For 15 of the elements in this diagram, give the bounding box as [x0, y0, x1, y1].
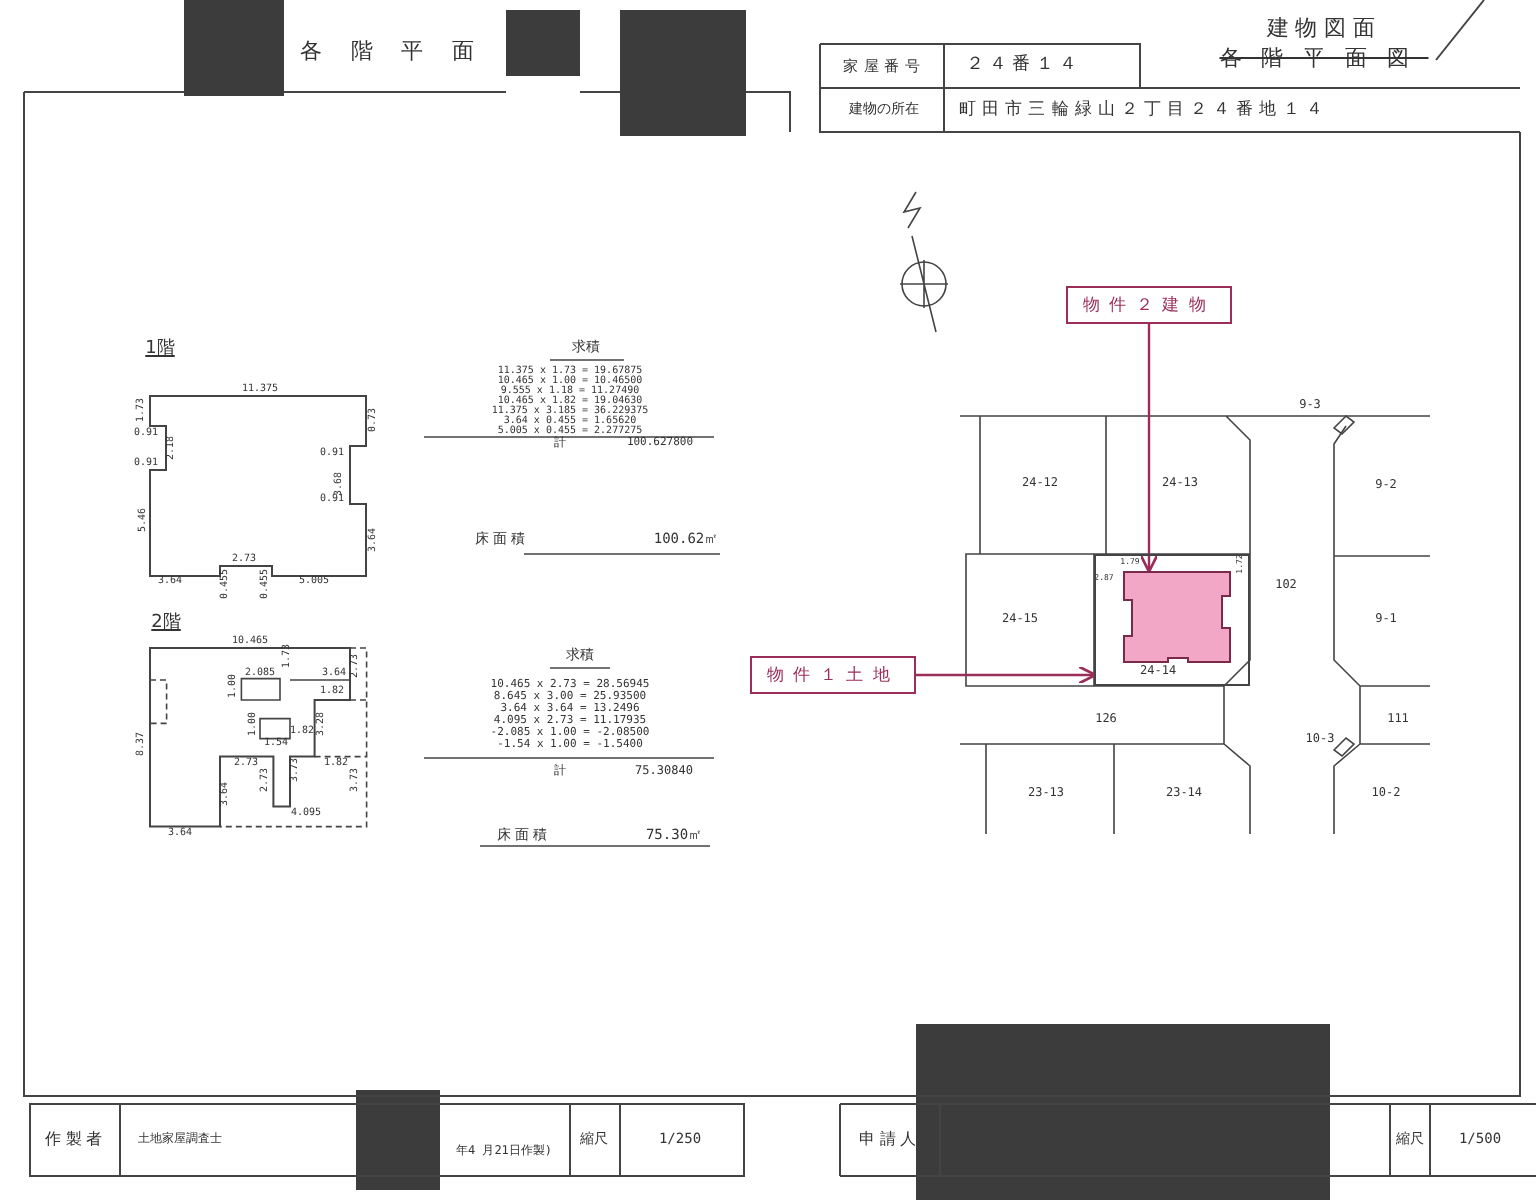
- callout-box: 物件１土地: [750, 656, 916, 694]
- drawing-title: 各階平面: [300, 40, 503, 62]
- callout-box: 物件２建物: [1066, 286, 1232, 324]
- floor-heading: 1階: [145, 341, 175, 359]
- leader-arrow: [1139, 324, 1159, 573]
- heading-text: 申請人: [858, 1132, 922, 1148]
- land-parcel: [1094, 554, 1250, 686]
- heading-text: 町田市三輪緑山２丁目２４番地１４: [959, 101, 1329, 119]
- floor-heading: 2階: [151, 615, 181, 633]
- struck-heading: 各階平面図: [1219, 47, 1429, 69]
- heading-text: 作製者: [44, 1132, 108, 1148]
- heading-text: ２４番１４: [965, 57, 1083, 75]
- building-footprint: [1124, 572, 1230, 662]
- leader-arrow: [916, 665, 1097, 685]
- heading-text: 建物図面: [1266, 17, 1382, 39]
